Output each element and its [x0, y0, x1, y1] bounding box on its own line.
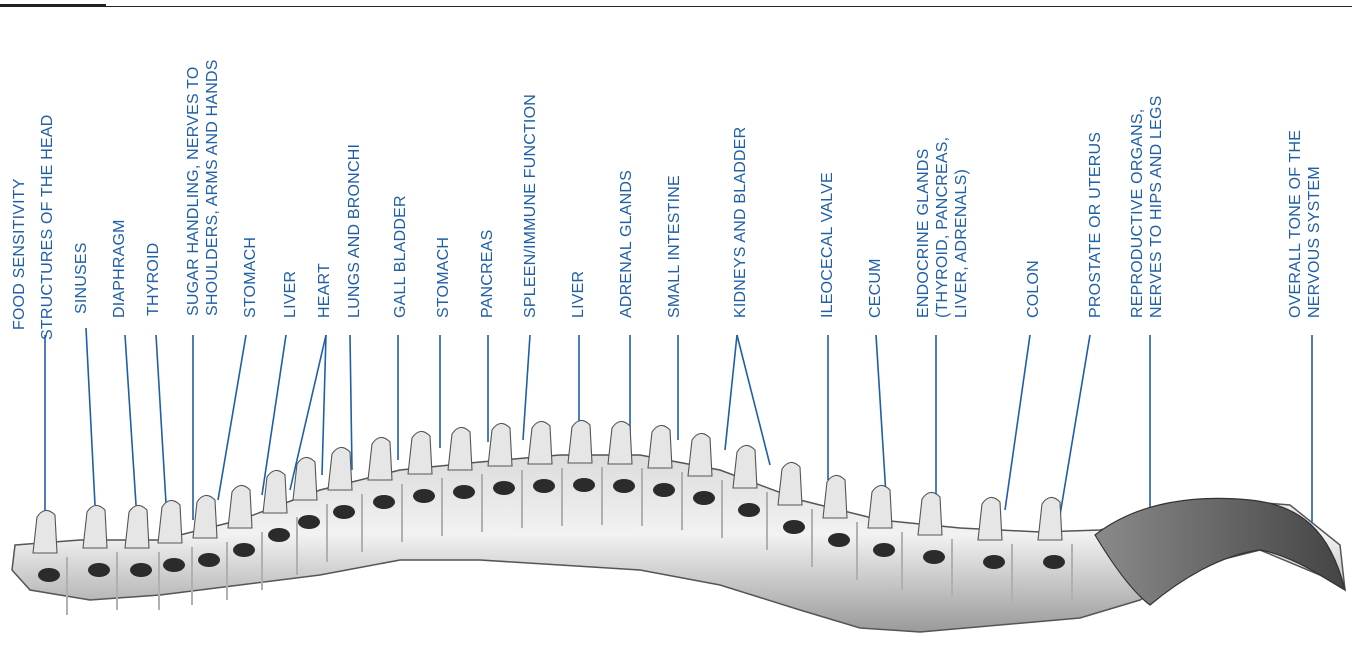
intervertebral-foramen — [88, 563, 110, 577]
vertebral-process — [918, 492, 942, 535]
vertebral-process — [568, 420, 592, 463]
intervertebral-foramen — [38, 568, 60, 582]
intervertebral-foramen — [573, 478, 595, 492]
label-14: SPLEEN/IMMUNE FUNCTION — [521, 94, 540, 318]
label-15: LIVER — [569, 271, 588, 318]
intervertebral-foramen — [493, 481, 515, 495]
intervertebral-foramen — [198, 553, 220, 567]
spine-body — [12, 455, 1345, 632]
vertebral-process — [83, 505, 107, 548]
vertebral-process — [688, 433, 712, 476]
label-22: COLON — [1024, 260, 1043, 318]
leader-line — [725, 335, 737, 450]
label-10: LUNGS AND BRONCHI — [345, 144, 364, 318]
vertebral-process — [193, 495, 217, 538]
vertebral-process — [778, 462, 802, 505]
intervertebral-foramen — [613, 479, 635, 493]
label-16: ADRENAL GLANDS — [617, 170, 636, 318]
vertebral-process — [328, 447, 352, 490]
intervertebral-foramen — [923, 550, 945, 564]
leader-line — [156, 335, 167, 520]
intervertebral-foramen — [413, 489, 435, 503]
label-8: LIVER — [281, 271, 300, 318]
intervertebral-foramen — [333, 505, 355, 519]
leader-line — [350, 335, 352, 470]
vertebral-process — [125, 505, 149, 548]
label-25: OVERALL TONE OF THE NERVOUS SYSTEM — [1286, 130, 1324, 318]
intervertebral-foramen — [983, 555, 1005, 569]
vertebral-process — [978, 497, 1002, 540]
vertebral-process — [158, 500, 182, 543]
label-19: ILEOCECAL VALVE — [818, 172, 837, 318]
vertebral-process — [33, 510, 57, 553]
intervertebral-foramen — [783, 520, 805, 534]
intervertebral-foramen — [298, 515, 320, 529]
label-1: FOOD SENSITIVITY — [10, 178, 29, 330]
vertebral-process — [528, 421, 552, 464]
leader-line — [322, 335, 326, 475]
label-17: SMALL INTESTINE — [665, 175, 684, 318]
label-23: PROSTATE OR UTERUS — [1086, 132, 1105, 318]
label-12: STOMACH — [434, 237, 453, 318]
vertebral-process — [488, 423, 512, 466]
intervertebral-foramen — [873, 543, 895, 557]
vertebral-process — [263, 470, 287, 513]
intervertebral-foramen — [828, 533, 850, 547]
label-18: KIDNEYS AND BLADDER — [731, 127, 750, 318]
vertebral-process — [448, 427, 472, 470]
intervertebral-foramen — [233, 543, 255, 557]
label-20: CECUM — [866, 258, 885, 318]
label-21: ENDOCRINE GLANDS (THYROID, PANCREAS, LIV… — [914, 137, 971, 318]
label-2: STRUCTURES OF THE HEAD — [38, 115, 57, 340]
leader-line — [1060, 335, 1090, 515]
vertebral-process — [293, 457, 317, 500]
leader-line — [1005, 335, 1030, 510]
leader-line — [86, 328, 95, 505]
intervertebral-foramen — [738, 503, 760, 517]
vertebral-process — [733, 445, 757, 488]
intervertebral-foramen — [163, 558, 185, 572]
leader-line — [737, 335, 770, 465]
label-3: SINUSES — [72, 242, 91, 314]
intervertebral-foramen — [373, 495, 395, 509]
sacrum — [1095, 498, 1345, 605]
label-11: GALL BLADDER — [391, 195, 410, 318]
label-5: THYROID — [144, 243, 163, 316]
leader-line — [876, 335, 886, 495]
leader-line — [523, 335, 530, 440]
intervertebral-foramen — [130, 563, 152, 577]
vertebral-process — [608, 421, 632, 464]
intervertebral-foramen — [453, 485, 475, 499]
intervertebral-foramen — [268, 528, 290, 542]
vertebral-process — [648, 425, 672, 468]
vertebral-process — [408, 431, 432, 474]
intervertebral-foramen — [653, 483, 675, 497]
intervertebral-foramen — [533, 479, 555, 493]
label-7: STOMACH — [241, 237, 260, 318]
label-13: PANCREAS — [478, 230, 497, 318]
vertebral-process — [823, 475, 847, 518]
label-9: HEART — [315, 263, 334, 318]
leader-line — [218, 335, 246, 500]
intervertebral-foramen — [1043, 555, 1065, 569]
vertebral-process — [1038, 497, 1062, 540]
label-6: SUGAR HANDLING, NERVES TO SHOULDERS, ARM… — [184, 59, 222, 316]
label-24: REPRODUCTIVE ORGANS, NERVES TO HIPS AND … — [1128, 96, 1166, 318]
vertebral-process — [368, 437, 392, 480]
intervertebral-foramen — [693, 491, 715, 505]
leader-line — [125, 335, 137, 520]
vertebral-process — [228, 485, 252, 528]
vertebral-process — [868, 485, 892, 528]
label-4: DIAPHRAGM — [110, 219, 129, 318]
